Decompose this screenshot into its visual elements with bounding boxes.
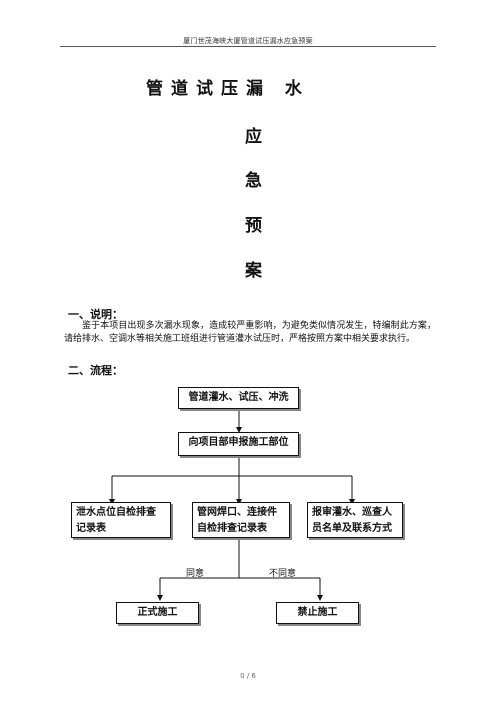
page-number: 0 / 6 — [0, 672, 496, 680]
flow-branch-weld-checklist-line1: 管网焊口、连接件 — [197, 507, 277, 518]
label-agree: 同意 — [186, 569, 205, 579]
flow-branch-drain-checklist-line2: 记录表 — [76, 523, 106, 534]
section-heading-process: 二、流程： — [68, 364, 123, 377]
flow-branch-weld-checklist-line2: 自检排查记录表 — [197, 523, 267, 534]
header-divider — [60, 46, 436, 47]
flow-step-fill-test-flush: 管道灌水、试压、冲洗 — [178, 387, 299, 409]
page-separator: / — [246, 672, 250, 680]
title-char-1: 应 — [245, 127, 262, 147]
flow-branch-inspector-list-line1: 报审灌水、巡查人 — [312, 507, 392, 518]
flow-result-proceed: 正式施工 — [116, 602, 199, 624]
flow-branch-drain-checklist-line1: 泄水点位自检排查 — [76, 507, 156, 518]
section-heading-description: 一、说明： — [68, 308, 123, 321]
document-title: 管道试压漏 水 — [146, 79, 310, 99]
title-char-4: 案 — [245, 261, 262, 281]
label-disagree: 不同意 — [269, 569, 297, 579]
flow-step-report-location: 向项目部申报施工部位 — [178, 432, 299, 456]
flow-branch-drain-checklist: 泄水点位自检排查 记录表 — [71, 502, 171, 538]
page-total: 6 — [251, 672, 256, 680]
title-char-2: 急 — [245, 171, 262, 191]
title-char-3: 预 — [245, 216, 262, 236]
flow-branch-weld-checklist: 管网焊口、连接件 自检排查记录表 — [192, 502, 290, 538]
flow-branch-inspector-list-line2: 员名单及联系方式 — [312, 523, 392, 534]
page-header: 厦门世茂海峡大厦管道试压漏水应急预案 — [183, 37, 313, 45]
description-paragraph: 鉴于本项目出现多次漏水现象，造成较严重影响，为避免类似情况发生，特编制此方案，请… — [64, 321, 436, 344]
flow-result-prohibit: 禁止施工 — [276, 602, 359, 624]
flow-branch-inspector-list: 报审灌水、巡查人 员名单及联系方式 — [307, 502, 403, 538]
page-current: 0 — [240, 672, 245, 680]
